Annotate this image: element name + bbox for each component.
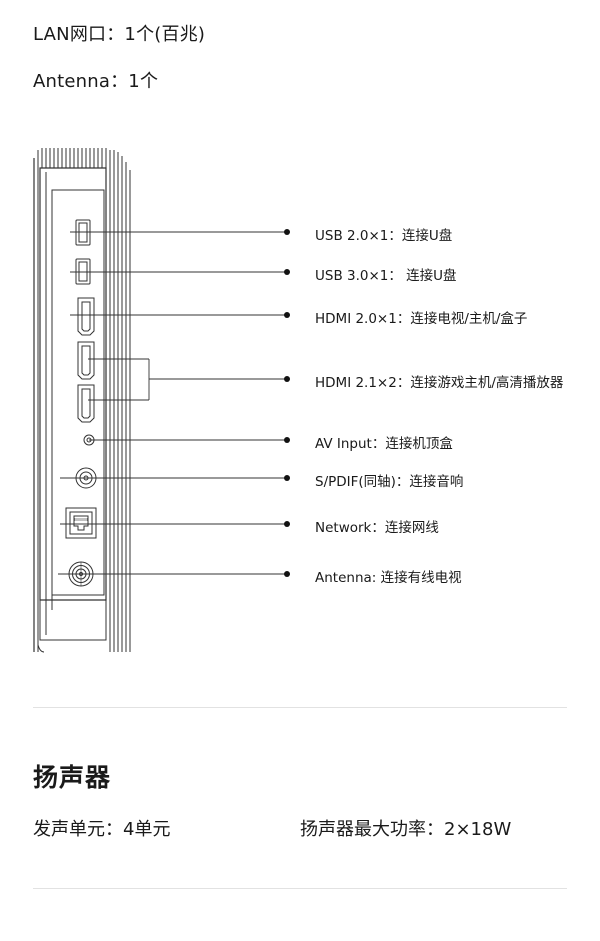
- lan-port-spec: LAN网口：1个(百兆): [33, 24, 206, 45]
- usb3-port-icon: [75, 258, 91, 285]
- hdmi21-port-a-icon: [77, 341, 95, 380]
- section-divider-top: [33, 707, 567, 708]
- port-label-network: Network：连接网线: [315, 520, 439, 536]
- port-label-usb3: USB 3.0×1： 连接U盘: [315, 268, 457, 284]
- port-label-hdmi20: HDMI 2.0×1：连接电视/主机/盒子: [315, 311, 528, 327]
- port-label-antenna: Antenna: 连接有线电视: [315, 570, 462, 586]
- port-diagram: USB 2.0×1：连接U盘 USB 3.0×1： 连接U盘 HDMI 2.0×…: [0, 140, 600, 670]
- speaker-section-title: 扬声器: [33, 763, 112, 792]
- port-label-usb2: USB 2.0×1：连接U盘: [315, 228, 453, 244]
- speaker-power-spec: 扬声器最大功率：2×18W: [300, 819, 512, 840]
- leader-lines: [58, 231, 286, 575]
- tv-casing: [33, 148, 131, 653]
- port-label-spdif: S/PDIF(同轴)：连接音响: [315, 474, 464, 490]
- speaker-units-spec: 发声单元：4单元: [33, 819, 171, 840]
- antenna-spec: Antenna：1个: [33, 71, 159, 92]
- hdmi20-port-icon: [77, 297, 95, 336]
- section-divider-bottom: [33, 888, 567, 889]
- tv-back-panel-illustration: [33, 148, 290, 653]
- hdmi21-port-b-icon: [77, 384, 95, 423]
- network-port-icon: [65, 507, 97, 539]
- port-label-av-input: AV Input：连接机顶盒: [315, 436, 453, 452]
- port-label-hdmi21: HDMI 2.1×2：连接游戏主机/高清播放器: [315, 375, 564, 391]
- usb2-port-icon: [75, 219, 91, 246]
- leader-dots: [284, 229, 290, 577]
